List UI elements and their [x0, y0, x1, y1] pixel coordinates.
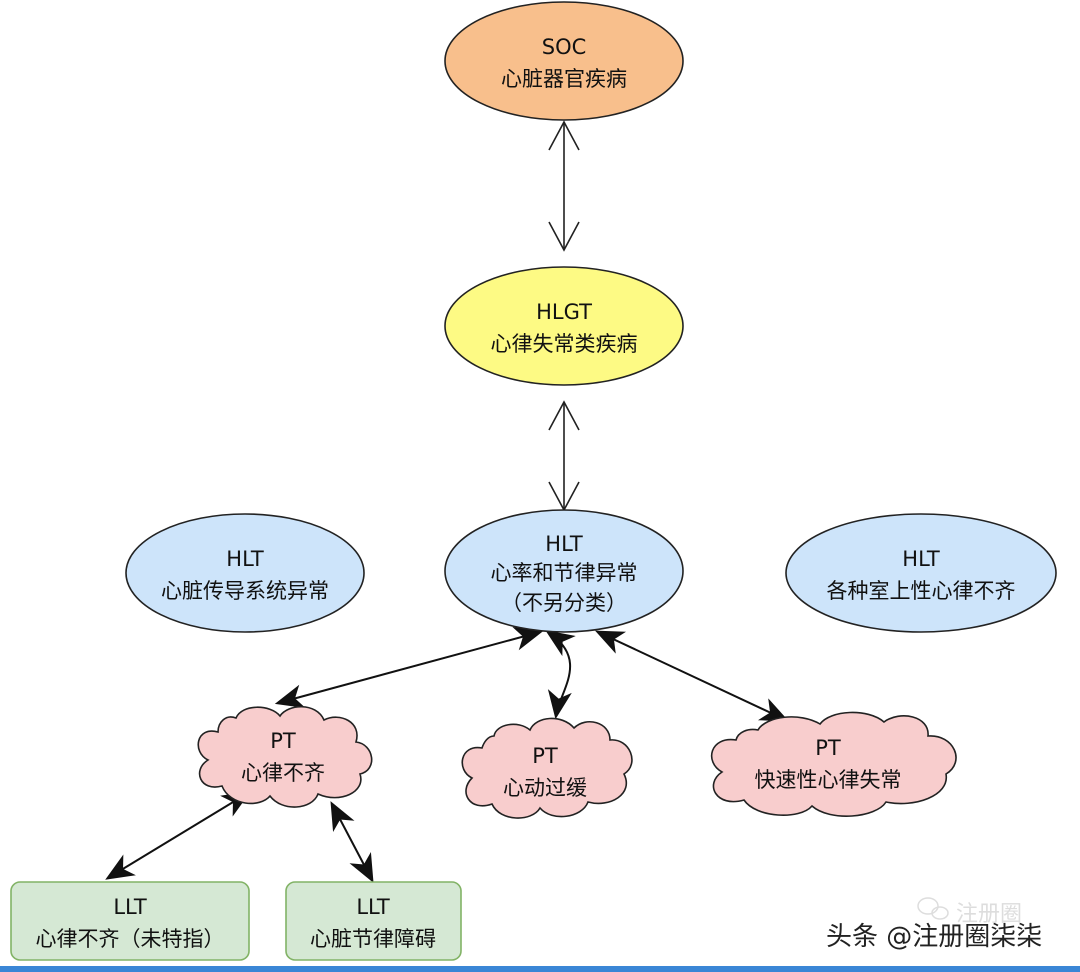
node-hlt-center-line3: （不另分类）	[501, 591, 627, 615]
node-llt-right-line2: 心脏节律障碍	[310, 927, 436, 951]
node-pt-center-line1: PT	[532, 744, 558, 768]
node-hlt-center: HLT 心率和节律异常 （不另分类）	[444, 509, 684, 633]
node-hlt-left-line2: 心脏传导系统异常	[161, 579, 329, 603]
node-hlt-center-shape	[444, 509, 684, 633]
watermark-faint-text: 注册圈	[956, 902, 1022, 927]
node-llt-right: LLT 心脏节律障碍	[285, 881, 462, 961]
node-llt-left-line1: LLT	[113, 895, 147, 919]
connector-hlt-pt-right	[595, 630, 789, 722]
node-pt-center-line2: 心动过缓	[503, 776, 587, 800]
node-hlt-right-line1: HLT	[902, 547, 940, 571]
node-pt-center-shape	[461, 717, 633, 819]
node-pt-left-shape	[197, 705, 373, 808]
node-hlt-right-shape	[785, 513, 1057, 633]
node-pt-center: PT 心动过缓	[461, 717, 633, 819]
node-soc-shape	[444, 1, 684, 121]
node-llt-right-line1: LLT	[356, 895, 390, 919]
node-pt-left-line1: PT	[270, 729, 296, 753]
node-hlt-center-line1: HLT	[545, 532, 583, 556]
node-hlt-left: HLT 心脏传导系统异常	[125, 513, 365, 633]
node-pt-right-line1: PT	[815, 736, 841, 760]
node-pt-left: PT 心律不齐	[197, 705, 373, 808]
node-hlgt-line1: HLGT	[536, 300, 592, 324]
watermark: 注册圈 头条 @注册圈柒柒	[826, 897, 1042, 952]
connector-pt-llt-right	[330, 801, 374, 883]
node-hlt-center-line2: 心率和节律异常	[491, 561, 638, 585]
node-hlgt-shape	[444, 266, 684, 386]
node-pt-right-line2: 快速性心律失常	[755, 768, 902, 792]
node-hlt-left-shape	[125, 513, 365, 633]
node-hlgt-line2: 心律失常类疾病	[491, 332, 638, 356]
watermark-text: 头条 @注册圈柒柒	[826, 922, 1042, 952]
node-hlt-right: HLT 各种室上性心律不齐	[785, 513, 1057, 633]
connector-hlt-pt-left	[274, 626, 544, 709]
node-llt-right-shape	[285, 881, 462, 961]
node-soc: SOC 心脏器官疾病	[444, 1, 684, 121]
node-hlt-left-line1: HLT	[226, 547, 264, 571]
node-llt-left: LLT 心律不齐（未特指）	[10, 881, 250, 961]
node-llt-left-shape	[10, 881, 250, 961]
bottom-accent-bar	[0, 966, 1080, 972]
node-hlgt: HLGT 心律失常类疾病	[444, 266, 684, 386]
connector-hlt-pt-center	[545, 630, 576, 720]
node-soc-line2: 心脏器官疾病	[501, 67, 627, 91]
node-hlt-right-line2: 各种室上性心律不齐	[827, 579, 1016, 603]
node-soc-line1: SOC	[542, 35, 587, 59]
wechat-icon	[917, 897, 949, 920]
node-pt-left-line2: 心律不齐	[241, 761, 325, 785]
node-pt-right-shape	[711, 711, 957, 817]
connector-pt-llt-left	[105, 791, 251, 880]
node-llt-left-line2: 心律不齐（未特指）	[36, 927, 225, 951]
node-pt-right: PT 快速性心律失常	[711, 711, 957, 817]
